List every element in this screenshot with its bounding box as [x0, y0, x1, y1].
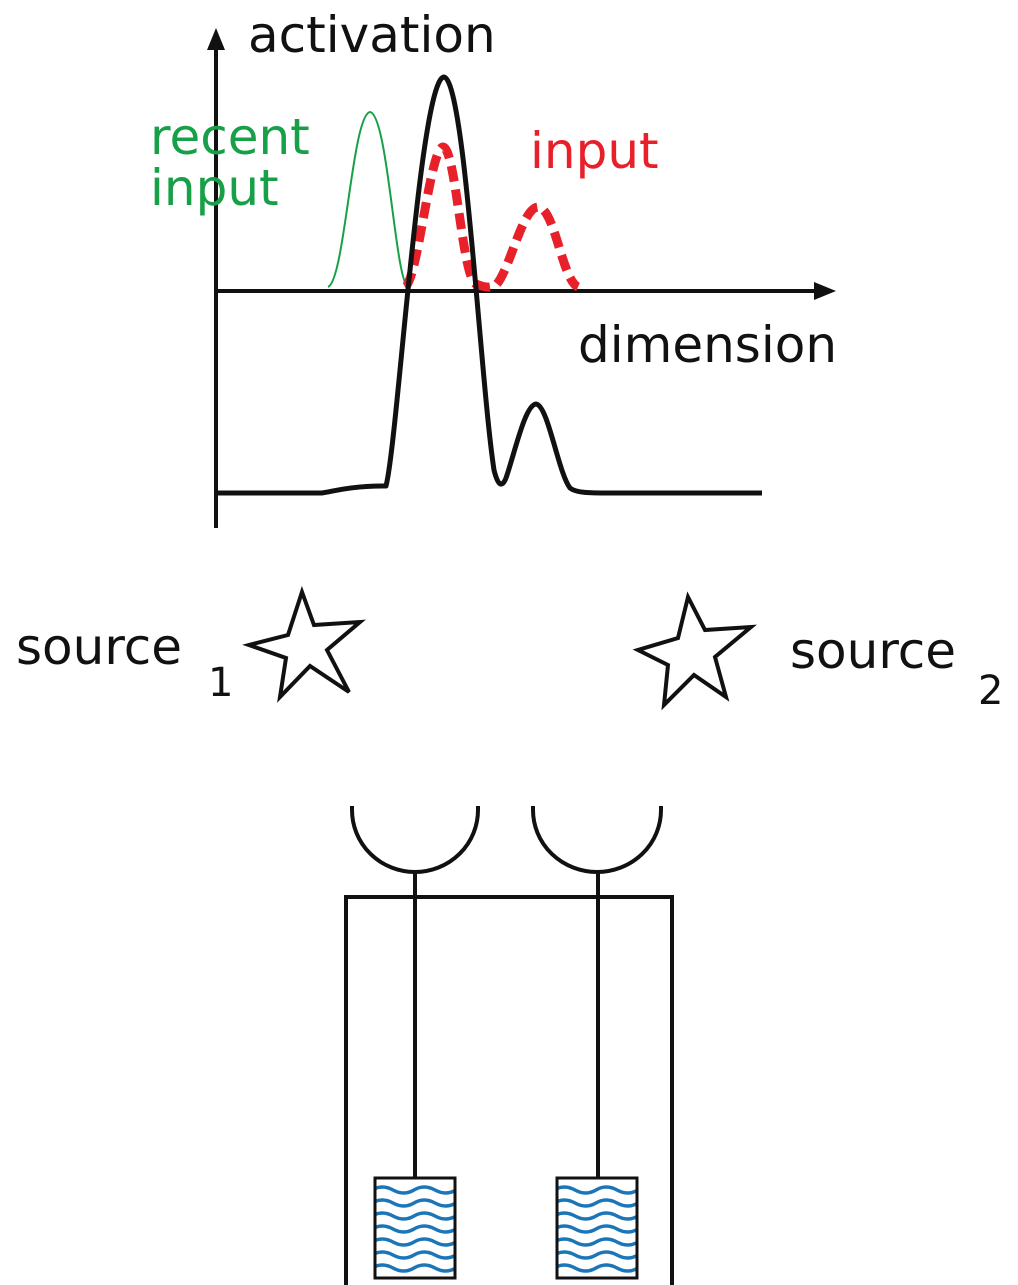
right-cup [531, 806, 663, 874]
apparatus [344, 806, 674, 1285]
activation-curve [218, 74, 762, 496]
source-1-label: source [16, 618, 182, 676]
recent-input-label-line1: recent [150, 108, 310, 166]
source-2: source 2 [632, 591, 1003, 714]
source-1: source 1 [16, 585, 366, 706]
y-axis-arrowhead [207, 28, 225, 50]
right-water-container [555, 1176, 639, 1280]
apparatus-box [344, 895, 674, 1285]
left-water-container [373, 1176, 457, 1280]
activation-plot: activation dimension recent input input [150, 6, 837, 528]
source-2-label: source [790, 622, 956, 680]
right-water-outline [555, 1176, 639, 1280]
x-axis-arrowhead [814, 282, 836, 300]
star-icon [242, 585, 366, 703]
source-1-subscript: 1 [208, 660, 233, 706]
source-2-subscript: 2 [978, 668, 1003, 714]
left-water-outline [373, 1176, 457, 1280]
left-cup [350, 806, 480, 874]
input-label: input [530, 122, 659, 180]
recent-input-curve [327, 110, 409, 288]
input-curve [401, 142, 581, 292]
y-axis-label: activation [248, 6, 496, 64]
x-axis-label: dimension [578, 316, 837, 374]
recent-input-label-line2: input [150, 159, 279, 217]
star-icon [632, 591, 757, 711]
